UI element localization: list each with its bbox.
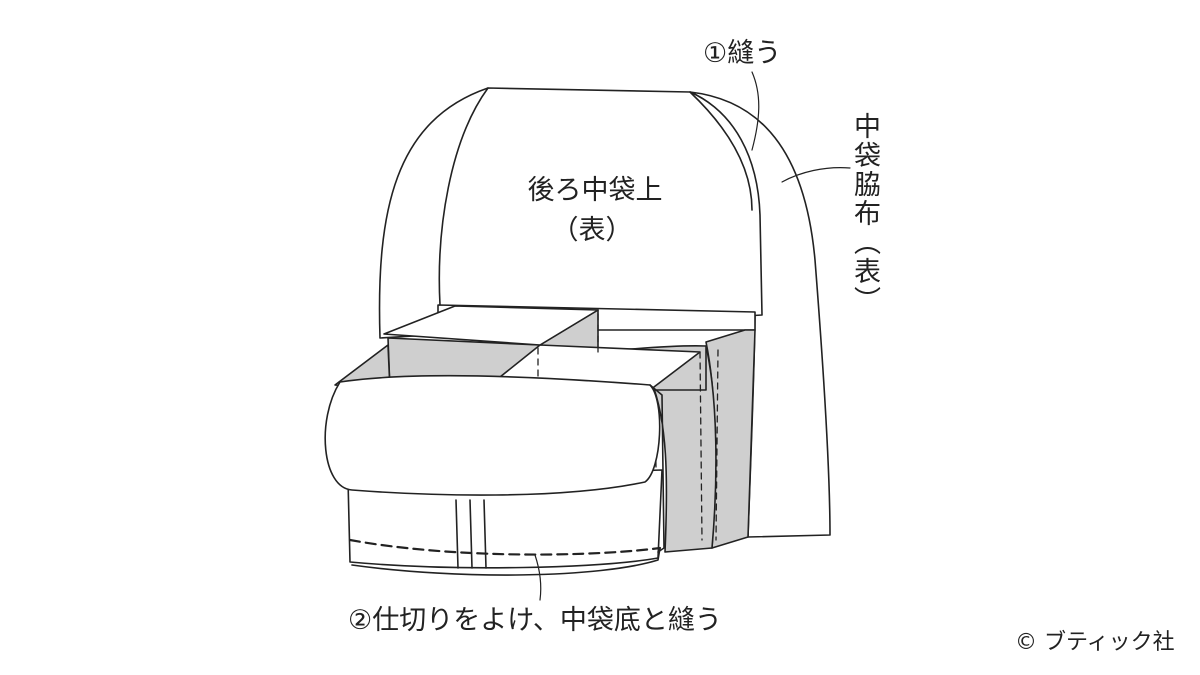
front-flap-side (649, 384, 665, 553)
label-side-panel: 中袋脇布（表） (849, 112, 880, 315)
leader-side (781, 167, 851, 183)
label-back-top-line1: 後ろ中袋上 (527, 175, 663, 206)
leader-step1 (751, 71, 760, 151)
front-bottom-curve (351, 547, 661, 576)
seam-line-right (689, 91, 753, 211)
seam-line-left (438, 87, 489, 306)
stitch-gusset-2 (715, 349, 719, 541)
leader-step2 (534, 554, 542, 601)
stitch-gusset-1 (699, 351, 703, 541)
divider-top (383, 305, 599, 346)
label-back-top-line2: （表） (551, 215, 633, 246)
divider-strip-left (455, 499, 459, 569)
divider-strip-mid (469, 499, 473, 569)
copyright-text: © ブティック社 (1015, 630, 1175, 655)
front-flap (324, 375, 661, 496)
back-top-panel-shape (378, 87, 763, 339)
label-step2: ②仕切りをよけ、中袋底と縫う (348, 605, 722, 636)
label-step1: ①縫う (703, 38, 782, 69)
divider-strip-right (483, 499, 487, 569)
